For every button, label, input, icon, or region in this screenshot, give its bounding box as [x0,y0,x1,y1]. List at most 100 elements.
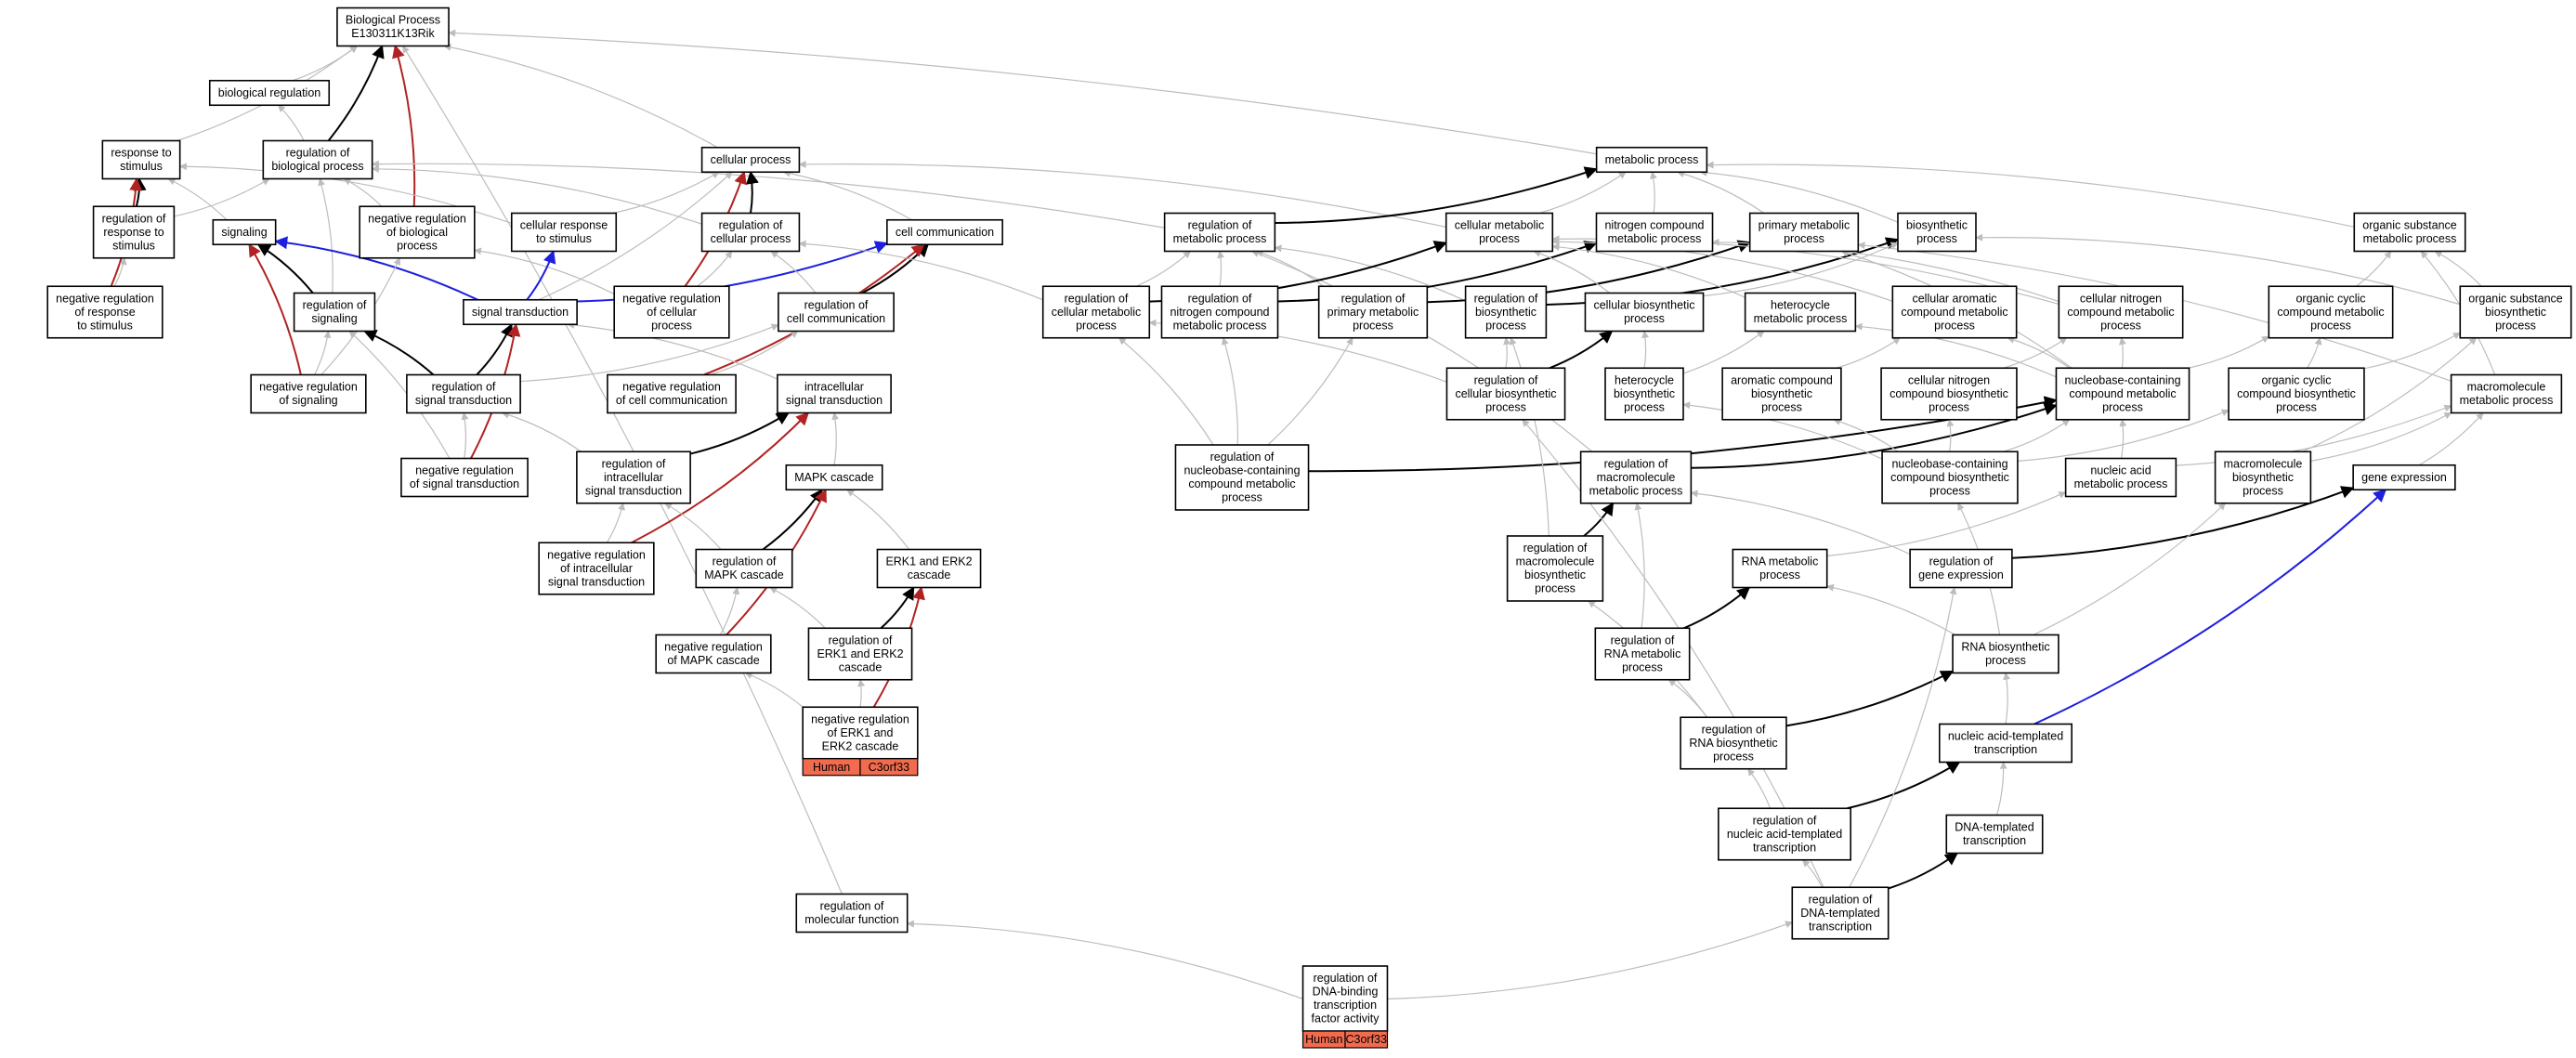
edge-gray [1217,250,1225,287]
term-label: RNA biosynthetic [1961,641,2049,654]
term-box [607,373,737,414]
term-box [1506,535,1604,602]
edge-gray [697,250,733,287]
term-label: process [1916,232,1957,245]
term-label: biological regulation [218,86,321,99]
term-node-st[interactable]: signal transduction [463,298,578,326]
edge-gray [782,169,912,221]
edge-blue [526,250,556,301]
term-node-rmbp[interactable]: regulation ofmacromoleculebiosyntheticpr… [1506,535,1604,602]
term-label: of response [74,306,135,319]
term-label: molecular function [804,913,898,926]
term-label: regulation of [1753,814,1817,827]
term-node-cc[interactable]: cell communication [886,218,1003,246]
term-node-mp[interactable]: metabolic process [1595,146,1708,174]
term-label: DNA-binding [1313,986,1379,999]
term-label: negative regulation [56,292,154,305]
term-node-sig[interactable]: signaling [212,218,277,246]
term-node-cp[interactable]: cellular process [700,146,801,174]
term-node-mapk[interactable]: MAPK cascade [785,464,883,491]
term-box [510,212,618,253]
gene-badge [1344,1030,1389,1049]
term-node-rdbtfa[interactable]: regulation ofDNA-bindingtranscriptionfac… [1301,965,1389,1049]
term-label: regulation of [602,457,666,470]
term-label: stimulus [112,239,155,252]
term-node-ge[interactable]: gene expression [2352,464,2456,491]
term-label: gene expression [2361,471,2447,484]
term-box [1595,146,1708,174]
term-label: DNA-templated [1955,821,2033,834]
edge-gray [371,160,1165,229]
term-label: regulation of [1188,292,1252,305]
term-node-rnbcmp[interactable]: regulation ofnucleobase-containingcompou… [1174,444,1310,511]
edge-gray [2188,335,2270,369]
term-label: regulation of [1210,451,1275,464]
term-box [2058,285,2184,339]
term-node-bioreg[interactable]: biological regulation [208,79,331,107]
term-label: process [1985,654,2026,667]
term-label: cellular process [711,232,791,245]
term-box [1791,886,1890,940]
